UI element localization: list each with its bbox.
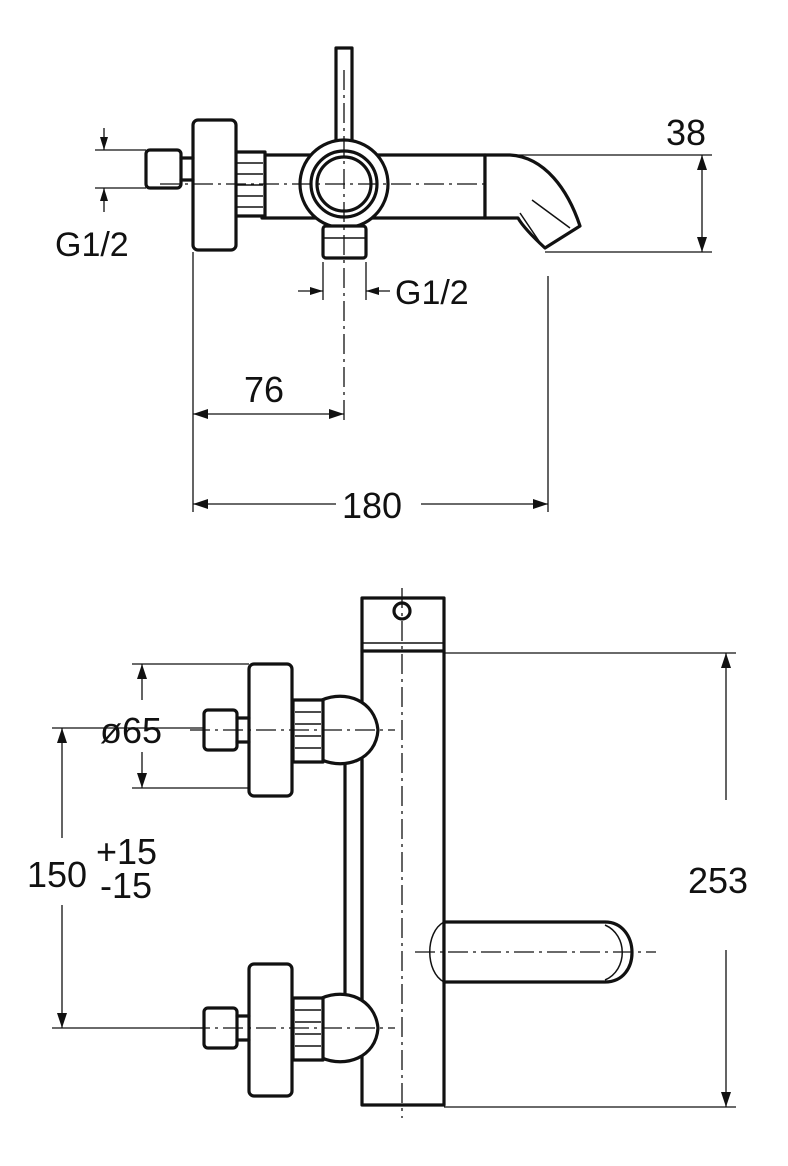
dim-label-253: 253 [688,860,748,901]
dim-label-tol-minus: -15 [100,865,152,906]
dim-label-diameter: ø65 [100,710,162,751]
front-view: ø65 150 +15 -15 253 [27,588,748,1118]
dim-label-outlet-thread: G1/2 [395,274,469,312]
lower-knurled-nut [291,996,325,1062]
wall-flange [191,118,238,252]
dim-label-38: 38 [666,112,706,153]
dim-label-150: 150 [27,854,87,895]
dim-label-76: 76 [244,369,284,410]
top-view: 38 G1/2 G1/2 76 180 [55,46,712,526]
dim-label-tol-plus: +15 [96,831,157,872]
upper-knurled-nut [291,698,325,764]
front-spout [442,920,634,984]
spout [483,153,582,250]
dim-label-inlet-thread: G1/2 [55,226,129,264]
dim-label-180: 180 [342,485,402,526]
lower-flange [247,962,294,1098]
inlet-nut [144,148,183,190]
